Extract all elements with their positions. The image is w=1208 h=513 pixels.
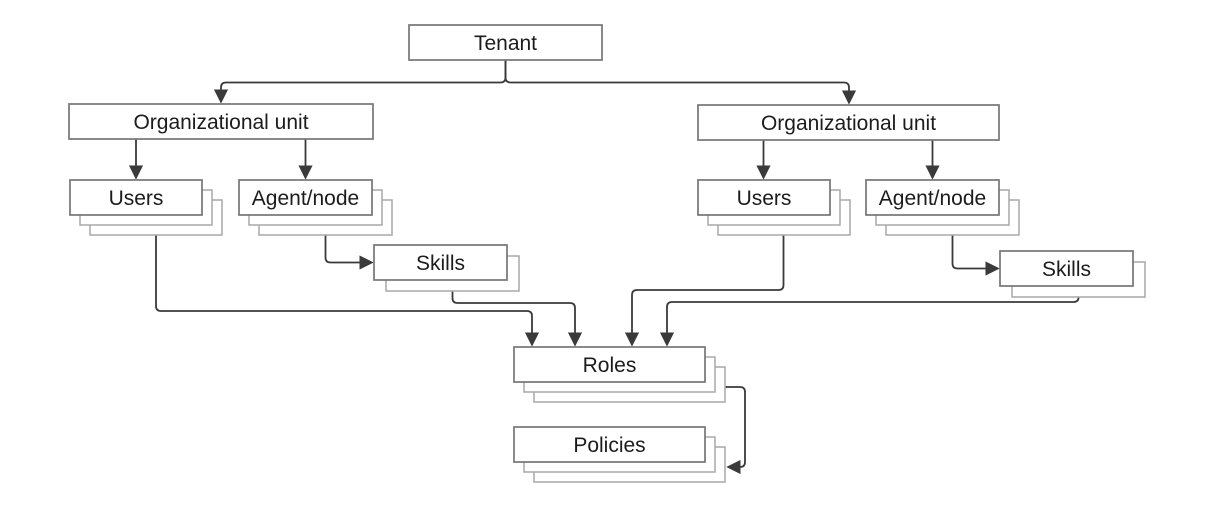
node-skills-left: Skills (373, 244, 520, 292)
edge-roles-policies (725, 386, 746, 475)
node-org-unit-right: Organizational unit (697, 104, 1000, 141)
node-org-unit-left: Organizational unit (68, 103, 374, 140)
node-label: Organizational unit (761, 112, 936, 135)
node-skills-right: Skills (999, 250, 1146, 298)
node-box (408, 24, 603, 61)
node-tenant: Tenant (408, 24, 603, 61)
node-label: Skills (416, 252, 465, 275)
edges-layer (128, 60, 1080, 475)
edge-users-left-roles (155, 235, 540, 347)
node-label: Policies (573, 434, 645, 457)
node-box (238, 179, 373, 216)
node-policies: Policies (513, 426, 726, 483)
node-label: Users (737, 187, 792, 210)
edge-agent-right-skills-right (951, 235, 1000, 276)
node-box (865, 179, 1000, 216)
edge-tenant-org-right (504, 60, 857, 105)
node-label: Agent/node (252, 187, 359, 210)
node-label: Users (109, 187, 164, 210)
node-box (697, 179, 831, 216)
node-label: Agent/node (879, 187, 986, 210)
node-box (999, 250, 1134, 287)
edge-skills-right-roles (659, 297, 1080, 347)
node-label: Roles (583, 354, 637, 377)
node-agent-node-right: Agent/node (865, 179, 1020, 236)
node-box (513, 426, 706, 463)
node-label: Organizational unit (133, 111, 308, 134)
edge-users-right-roles (624, 235, 785, 347)
node-roles: Roles (513, 346, 726, 403)
node-users-right: Users (697, 179, 851, 236)
node-label: Tenant (474, 32, 537, 55)
node-label: Skills (1042, 258, 1091, 281)
edge-tenant-org-left (213, 60, 507, 104)
node-agent-node-left: Agent/node (238, 179, 393, 236)
node-box (373, 244, 508, 281)
node-box (697, 104, 1000, 141)
node-box (69, 179, 203, 216)
node-box (68, 103, 374, 140)
node-box (513, 346, 706, 383)
edge-skills-left-roles (451, 291, 583, 347)
edge-agent-left-skills-left (324, 235, 374, 270)
node-users-left: Users (69, 179, 223, 236)
